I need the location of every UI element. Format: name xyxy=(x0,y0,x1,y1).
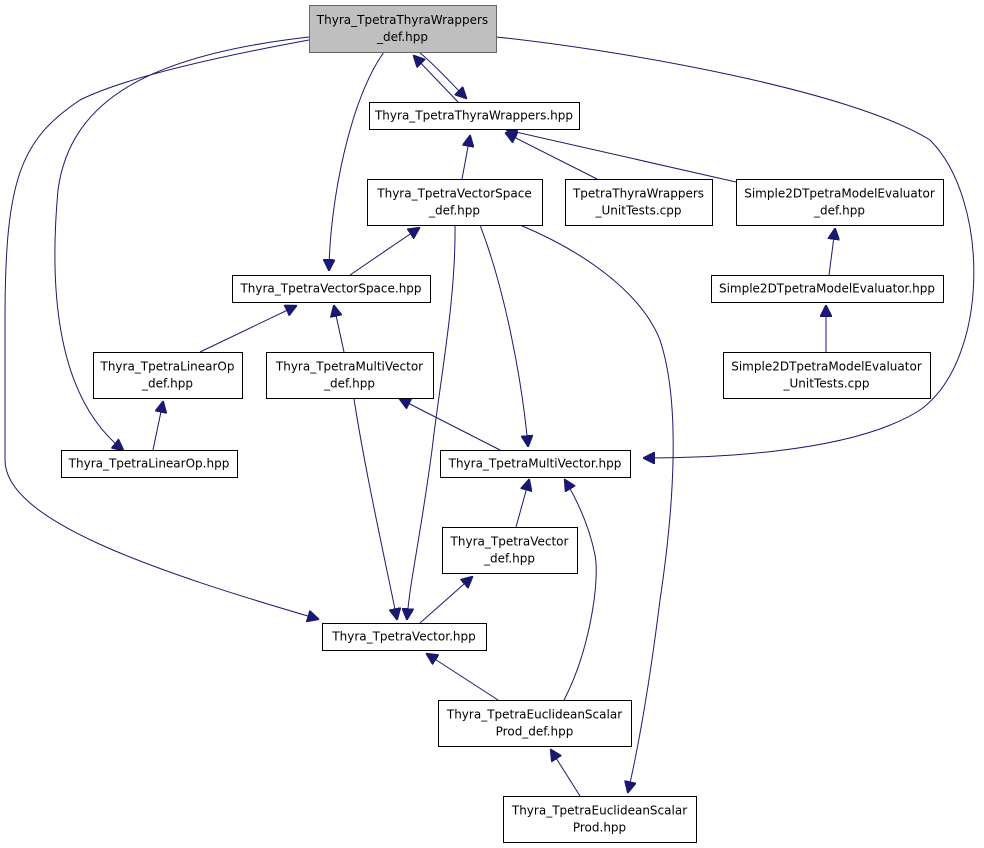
edge-n14-to-n11 xyxy=(563,480,597,701)
edge-n2-to-n11 xyxy=(479,224,528,446)
edge-n8-to-n13 xyxy=(353,398,397,619)
file-node[interactable]: Thyra_TpetraVector.hpp xyxy=(322,623,487,651)
edge-n0-to-n11 xyxy=(495,36,975,458)
edge-n0-to-n5 xyxy=(329,51,385,270)
edge-n4-to-n1 xyxy=(507,130,737,183)
file-node[interactable]: Thyra_TpetraLinearOp.hpp xyxy=(61,450,238,478)
edges xyxy=(4,36,975,797)
file-node-label: Thyra_TpetraLinearOp xyxy=(99,360,234,374)
file-node-label: Thyra_TpetraVectorSpace.hpp xyxy=(239,282,421,296)
file-node-label: _def.hpp xyxy=(428,204,480,218)
file-node-box xyxy=(369,102,580,130)
file-node-label: _def.hpp xyxy=(323,377,375,391)
edge-n0-to-n1 xyxy=(418,51,466,98)
file-node[interactable]: Thyra_TpetraThyraWrappers _def.hpp xyxy=(309,5,497,53)
edge-n2-to-n13 xyxy=(407,224,456,619)
file-node-label: Thyra_TpetraThyraWrappers xyxy=(316,13,488,27)
file-node-label: _def.hpp xyxy=(376,30,428,44)
file-node-label: Thyra_TpetraEuclideanScalar xyxy=(511,804,687,818)
file-node[interactable]: TpetraThyraWrappers _UnitTests.cpp xyxy=(565,179,713,226)
file-node-label: Thyra_TpetraEuclideanScalar xyxy=(446,708,622,722)
file-node[interactable]: Thyra_TpetraVectorSpace.hpp xyxy=(232,275,431,303)
file-node-box xyxy=(565,179,713,226)
edge-n6-to-n4 xyxy=(829,229,835,276)
edge-n1-to-n0 xyxy=(414,56,459,103)
file-node-label: Thyra_TpetraMultiVector xyxy=(275,360,423,374)
file-node-label: Thyra_TpetraVectorSpace xyxy=(376,187,531,201)
file-node[interactable]: Thyra_TpetraThyraWrappers.hpp xyxy=(369,102,580,130)
file-node-box xyxy=(266,352,434,399)
file-node-label: _def.hpp xyxy=(813,204,865,218)
file-node[interactable]: Simple2DTpetraModelEvaluator.hpp xyxy=(711,275,944,303)
file-node-label: Thyra_TpetraVector.hpp xyxy=(331,630,475,644)
file-node-box xyxy=(440,450,631,478)
file-node[interactable]: Thyra_TpetraVector _def.hpp xyxy=(442,527,578,574)
file-node-label: Thyra_TpetraVector xyxy=(450,535,569,549)
file-node-label: Thyra_TpetraThyraWrappers.hpp xyxy=(374,109,573,123)
edge-n15-to-n14 xyxy=(551,750,581,797)
file-node-label: Simple2DTpetraModelEvaluator xyxy=(731,360,922,374)
file-node-box xyxy=(322,623,487,651)
edge-n5-to-n2 xyxy=(349,228,419,276)
nodes: Thyra_TpetraThyraWrappers_def.hppThyra_T… xyxy=(61,5,944,843)
file-node-label: Thyra_TpetraLinearOp.hpp xyxy=(68,457,230,471)
edge-n0-to-n13 xyxy=(4,39,318,619)
edge-n7-to-n5 xyxy=(199,306,296,353)
file-node-box xyxy=(232,275,431,303)
file-node[interactable]: Thyra_TpetraMultiVector _def.hpp xyxy=(266,352,434,399)
file-node-box xyxy=(736,179,944,226)
edge-n13-to-n14 xyxy=(427,654,499,701)
file-node[interactable]: Thyra_TpetraLinearOp _def.hpp xyxy=(93,352,243,399)
file-node-label: _UnitTests.cpp xyxy=(783,377,870,391)
file-node[interactable]: Simple2DTpetraModelEvaluator _def.hpp xyxy=(736,179,944,226)
file-node-label: _UnitTests.cpp xyxy=(595,204,682,218)
edge-n0-to-n10 xyxy=(54,36,310,450)
edge-n2-to-n15 xyxy=(519,224,674,792)
file-node-box xyxy=(442,527,578,574)
file-node-box xyxy=(367,179,543,226)
edge-n8-to-n5 xyxy=(334,306,345,353)
edge-n13-to-n12 xyxy=(419,577,472,624)
file-node-box xyxy=(438,700,632,747)
file-node-label: _def.hpp xyxy=(141,377,193,391)
edge-n2-to-n1 xyxy=(461,136,470,180)
file-node-label: Prod_def.hpp xyxy=(496,725,574,739)
file-node-label: Simple2DTpetraModelEvaluator.hpp xyxy=(719,282,935,296)
file-node-box xyxy=(723,352,931,399)
file-node-label: _def.hpp xyxy=(483,552,535,566)
file-node-box xyxy=(61,450,238,478)
file-node-box xyxy=(503,796,697,843)
file-node[interactable]: Thyra_TpetraVectorSpace _def.hpp xyxy=(367,179,543,226)
file-node-label: TpetraThyraWrappers xyxy=(572,187,704,201)
file-node-label: Simple2DTpetraModelEvaluator xyxy=(744,187,935,201)
file-node-label: Prod.hpp xyxy=(573,821,626,835)
file-node[interactable]: Simple2DTpetraModelEvaluator _UnitTests.c… xyxy=(723,352,931,399)
file-node-label: Thyra_TpetraMultiVector.hpp xyxy=(448,457,622,471)
edge-n10-to-n7 xyxy=(152,402,163,451)
file-node-box xyxy=(711,275,944,303)
file-node-box xyxy=(93,352,243,399)
edge-n3-to-n1 xyxy=(506,133,598,180)
file-node[interactable]: Thyra_TpetraMultiVector.hpp xyxy=(440,450,631,478)
file-node-box xyxy=(309,5,497,53)
edge-n11-to-n8 xyxy=(400,399,501,451)
edge-n12-to-n11 xyxy=(515,480,529,528)
